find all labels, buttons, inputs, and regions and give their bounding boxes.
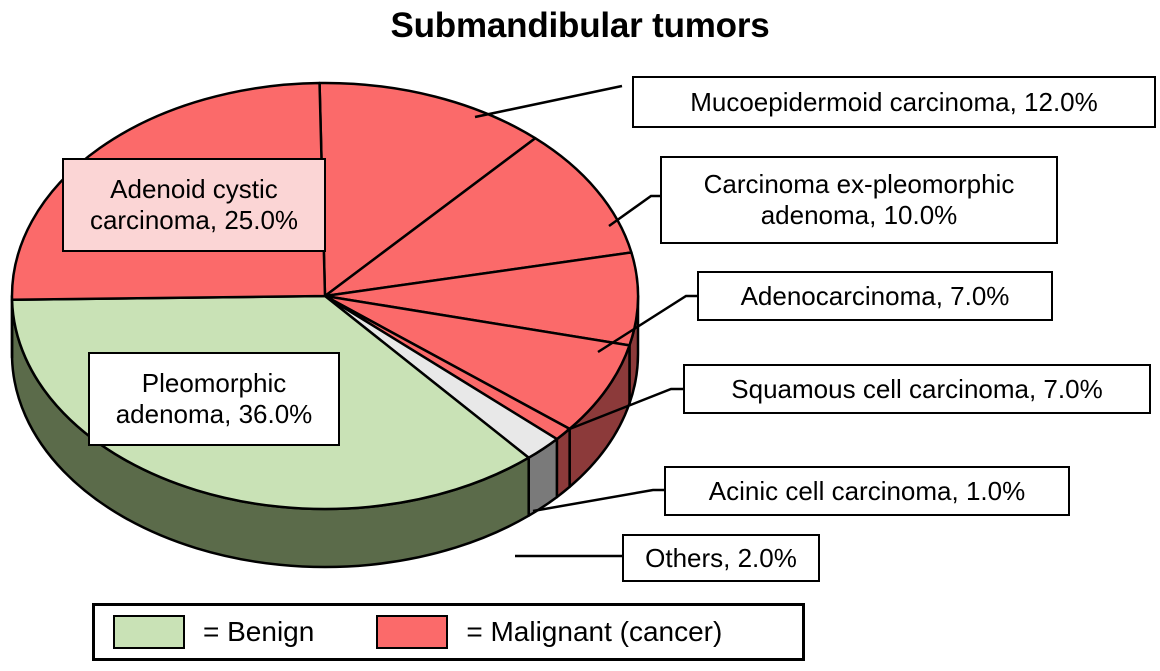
legend-item-malignant: = Malignant (cancer) (376, 615, 722, 649)
leader-lines (474, 84, 697, 558)
pie-slice-carcinoma-ex-pleomorphic-adenoma (323, 136, 633, 298)
leader-line-adenocarcinoma (597, 294, 697, 354)
legend-label-benign: = Benign (203, 616, 315, 647)
legend-label-malignant: = Malignant (cancer) (466, 616, 723, 647)
callout-adenocarcinoma: Adenocarcinoma, 7.0% (697, 271, 1053, 321)
callout-mucoepidermoid: Mucoepidermoid carcinoma, 12.0% (632, 76, 1156, 128)
legend-item-benign: = Benign (113, 615, 314, 649)
callout-squamous-cell-carcinoma: Squamous cell carcinoma, 7.0% (683, 364, 1151, 414)
callout-adenoid-cystic-carcinoma: Adenoid cystic carcinoma, 25.0% (62, 158, 326, 252)
leader-line-acinic (532, 488, 664, 513)
leader-line-mucoepidermoid (474, 84, 623, 119)
legend-swatch-benign (113, 615, 185, 649)
leader-line-squamous (566, 387, 683, 432)
chart-legend: = Benign = Malignant (cancer) (92, 603, 805, 661)
leader-line-carcinoma-ex (608, 194, 660, 228)
legend-swatch-malignant (376, 615, 449, 649)
pie-slice-mucoepidermoid-carcinoma (318, 81, 537, 298)
callout-carcinoma-ex-pleomorphic: Carcinoma ex-pleomorphic adenoma, 10.0% (660, 156, 1058, 244)
callout-acinic-cell-carcinoma: Acinic cell carcinoma, 1.0% (664, 466, 1070, 516)
callout-pleomorphic-adenoma: Pleomorphic adenoma, 36.0% (88, 352, 340, 446)
pie-slice-squamous-cell-carcinoma (323, 294, 631, 431)
chart-title: Submandibular tumors (390, 6, 770, 45)
callout-others: Others, 2.0% (622, 534, 820, 582)
pie-slice-adenocarcinoma (323, 251, 640, 347)
